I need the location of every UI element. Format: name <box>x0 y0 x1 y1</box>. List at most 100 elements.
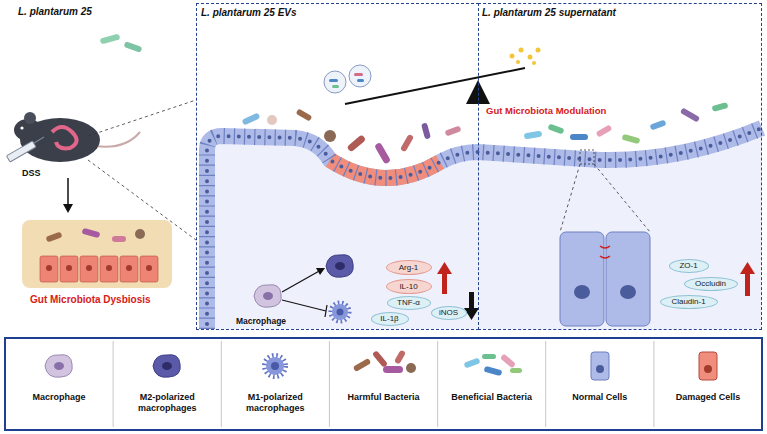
extracellular-vesicles <box>324 65 371 93</box>
harmful-bacteria <box>400 134 414 153</box>
dysbiosis-tissue <box>100 256 118 282</box>
marker-oval: Occludin <box>684 277 738 291</box>
macrophage-m2 <box>326 255 353 278</box>
legend-frame <box>437 341 438 427</box>
syringe <box>7 141 36 162</box>
marker-oval: iNOS <box>431 306 467 320</box>
beneficial-bacteria <box>711 102 728 112</box>
supernatant-dots <box>536 48 541 53</box>
mouse <box>52 127 77 148</box>
legend-icon-beneficial <box>463 357 480 368</box>
status-caption: Gut Microbiota Modulation <box>486 105 606 116</box>
lactobacillus <box>100 34 143 53</box>
supernatant-dots <box>510 48 541 66</box>
harmful-bacteria <box>242 112 261 125</box>
junction-callout <box>606 232 650 326</box>
down-arrow-black <box>469 292 474 310</box>
panel-frame: L. plantarum 25 supernatantZO-1OccludinC… <box>478 3 762 330</box>
beneficial-bacteria <box>649 119 666 130</box>
legend-frame <box>113 341 114 427</box>
macrophage-m2 <box>335 262 345 270</box>
supernatant-dots <box>528 55 533 60</box>
supernatant-dots <box>519 48 524 53</box>
legend-frame <box>545 341 546 427</box>
polarization-arrows <box>282 270 321 292</box>
legend-icon-damaged-cell <box>699 352 717 380</box>
dysbiosis-tissue <box>66 265 72 271</box>
junction-callout <box>560 232 604 326</box>
legend-frame <box>221 341 222 427</box>
polarization-arrows <box>316 268 325 275</box>
legend-icon-harmful <box>406 363 416 373</box>
balance <box>466 80 490 104</box>
legend-icon-beneficial <box>463 354 522 377</box>
legend-icon-m1 <box>265 356 285 376</box>
macrophage-naive <box>254 285 281 308</box>
legend-icon-macrophage <box>54 362 64 370</box>
legend-icon-m2 <box>153 355 180 378</box>
beneficial-bacteria <box>622 134 641 144</box>
tissue-ground <box>207 128 762 329</box>
extracellular-vesicles <box>332 85 339 88</box>
legend-item: M1-polarized macrophages <box>225 392 325 414</box>
legend-icon-normal-cell <box>596 365 604 373</box>
harmful-bacteria <box>242 108 462 164</box>
down-arrow <box>63 178 73 213</box>
junction-callout <box>574 285 590 299</box>
legend-item: Harmful Bacteria <box>334 392 434 403</box>
legend-icon-harmful <box>353 358 372 372</box>
legend-text: Normal Cells <box>572 392 627 402</box>
dysbiosis-tissue <box>60 256 78 282</box>
mouse <box>14 112 140 162</box>
zoom-lines <box>88 100 196 136</box>
junction-callout <box>560 150 650 326</box>
legend-icon-normal-cell <box>591 352 609 380</box>
legend-text: M1-polarized macrophages <box>246 392 305 413</box>
dysbiosis-tissue <box>112 236 126 242</box>
legend-icon-m1 <box>271 362 279 370</box>
legend-icon-macrophage <box>45 355 72 378</box>
beneficial-bacteria <box>596 124 613 137</box>
legend-icon-beneficial <box>484 366 503 376</box>
harmful-bacteria <box>346 134 366 152</box>
balance <box>345 68 525 104</box>
legend-frame <box>113 341 654 427</box>
lactobacillus <box>100 34 121 45</box>
legend-item: Beneficial Bacteria <box>442 392 542 403</box>
legend-icon-beneficial <box>500 354 516 369</box>
marker-label: Claudin-1 <box>671 298 705 306</box>
harmful-bacteria <box>296 108 313 121</box>
legend-icon-damaged-cell <box>704 365 712 373</box>
epithelium <box>207 128 762 329</box>
status-caption: Gut Microbiota Dysbiosis <box>30 294 151 305</box>
extracellular-vesicles <box>354 73 363 76</box>
polarization-arrows <box>325 305 327 317</box>
junction-callout <box>580 150 594 164</box>
dysbiosis-tissue <box>86 265 92 271</box>
balance <box>345 68 525 104</box>
beneficial-bacteria <box>570 134 588 140</box>
marker-label: IL-10 <box>399 283 417 291</box>
legend-icon-normal-cell <box>591 352 609 380</box>
macrophage-m1 <box>331 303 349 321</box>
legend-icon-m2 <box>153 355 180 378</box>
up-arrow-red <box>745 272 750 296</box>
dysbiosis-tissue <box>135 229 145 239</box>
legend-text: M2-polarized macrophages <box>138 392 197 413</box>
marker-oval: Claudin-1 <box>660 295 718 309</box>
junction-callout <box>560 164 580 232</box>
marker-label: iNOS <box>439 309 458 317</box>
marker-oval: IL-1β <box>371 312 409 326</box>
macrophage-m1 <box>331 303 349 321</box>
legend-item: M2-polarized macrophages <box>117 392 217 414</box>
marker-oval: TNF-α <box>387 296 431 310</box>
epithelium <box>207 128 762 329</box>
legend-icon-damaged-cell <box>699 352 717 380</box>
panel-title: L. plantarum 25 EVs <box>201 7 297 18</box>
down-arrow <box>67 178 69 206</box>
marker-label: TNF-α <box>397 299 420 307</box>
macrophage-m1 <box>337 309 344 316</box>
harmful-bacteria <box>267 115 277 125</box>
